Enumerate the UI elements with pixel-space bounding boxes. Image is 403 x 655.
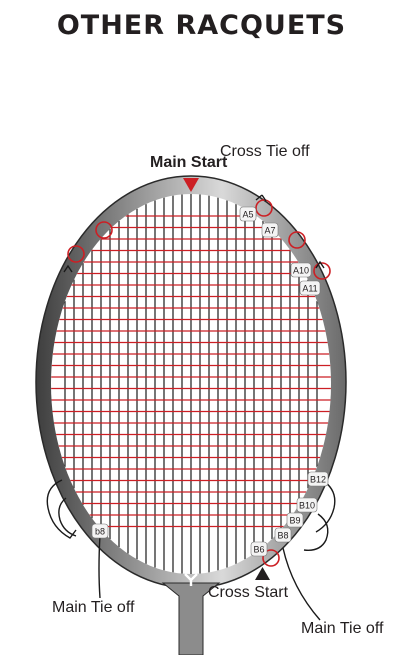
hole-tag-label: A5 xyxy=(242,210,253,220)
tie-off-circle xyxy=(67,245,85,263)
hole-tag-label: B8 xyxy=(277,531,288,541)
hole-tag: A5 xyxy=(239,206,257,222)
leader-line xyxy=(98,534,101,599)
hole-tag: B12 xyxy=(307,471,329,487)
main-start-label: Main Start xyxy=(150,154,228,171)
hole-tag-label: B6 xyxy=(253,545,264,555)
main-tie-off-label: Main Tie off xyxy=(52,599,135,616)
tie-off-circle xyxy=(255,199,273,217)
main-tie-off-loop xyxy=(303,513,329,551)
cross-tie-off-arrow xyxy=(315,260,325,269)
tie-off-circle xyxy=(95,221,113,239)
tie-off-circle xyxy=(262,549,280,567)
main-tie-off-loop xyxy=(58,497,77,537)
hole-tag-label: B9 xyxy=(289,516,300,526)
hole-tag: B10 xyxy=(296,497,318,513)
main-tie-off-loop xyxy=(315,479,336,533)
cross-tie-off-label: Cross Tie off xyxy=(220,143,310,160)
tie-off-circle xyxy=(288,231,306,249)
hole-tag: B8 xyxy=(274,527,292,543)
hole-tag: A10 xyxy=(290,262,312,278)
hole-tag: A7 xyxy=(261,222,279,238)
main-tie-off-loop xyxy=(46,479,77,539)
hole-tag: b8 xyxy=(91,523,109,539)
triangle-up-icon xyxy=(255,567,270,580)
racquet-throat xyxy=(161,582,221,655)
main-tie-off-label: Main Tie off xyxy=(301,620,384,637)
hole-tag-label: A7 xyxy=(264,226,275,236)
hole-tag: A11 xyxy=(299,280,321,296)
main-start-arrow xyxy=(63,264,73,273)
hole-tag: B6 xyxy=(250,541,268,557)
hole-tag-label: B10 xyxy=(299,501,315,511)
hole-tag-label: b8 xyxy=(95,527,105,537)
cross-tie-off-arrow xyxy=(255,194,267,202)
cross-start-label: Cross Start xyxy=(208,584,289,601)
tie-off-circle xyxy=(313,262,331,280)
hole-tag: B9 xyxy=(286,512,304,528)
hole-tag-label: B12 xyxy=(310,475,326,485)
hole-tag-label: A11 xyxy=(302,284,317,294)
page-title: OTHER RACQUETS xyxy=(56,10,347,41)
hole-tag-label: A10 xyxy=(293,266,309,276)
leader-line xyxy=(282,547,321,621)
brand-logo-icon xyxy=(184,573,198,586)
triangle-down-icon xyxy=(183,178,199,192)
